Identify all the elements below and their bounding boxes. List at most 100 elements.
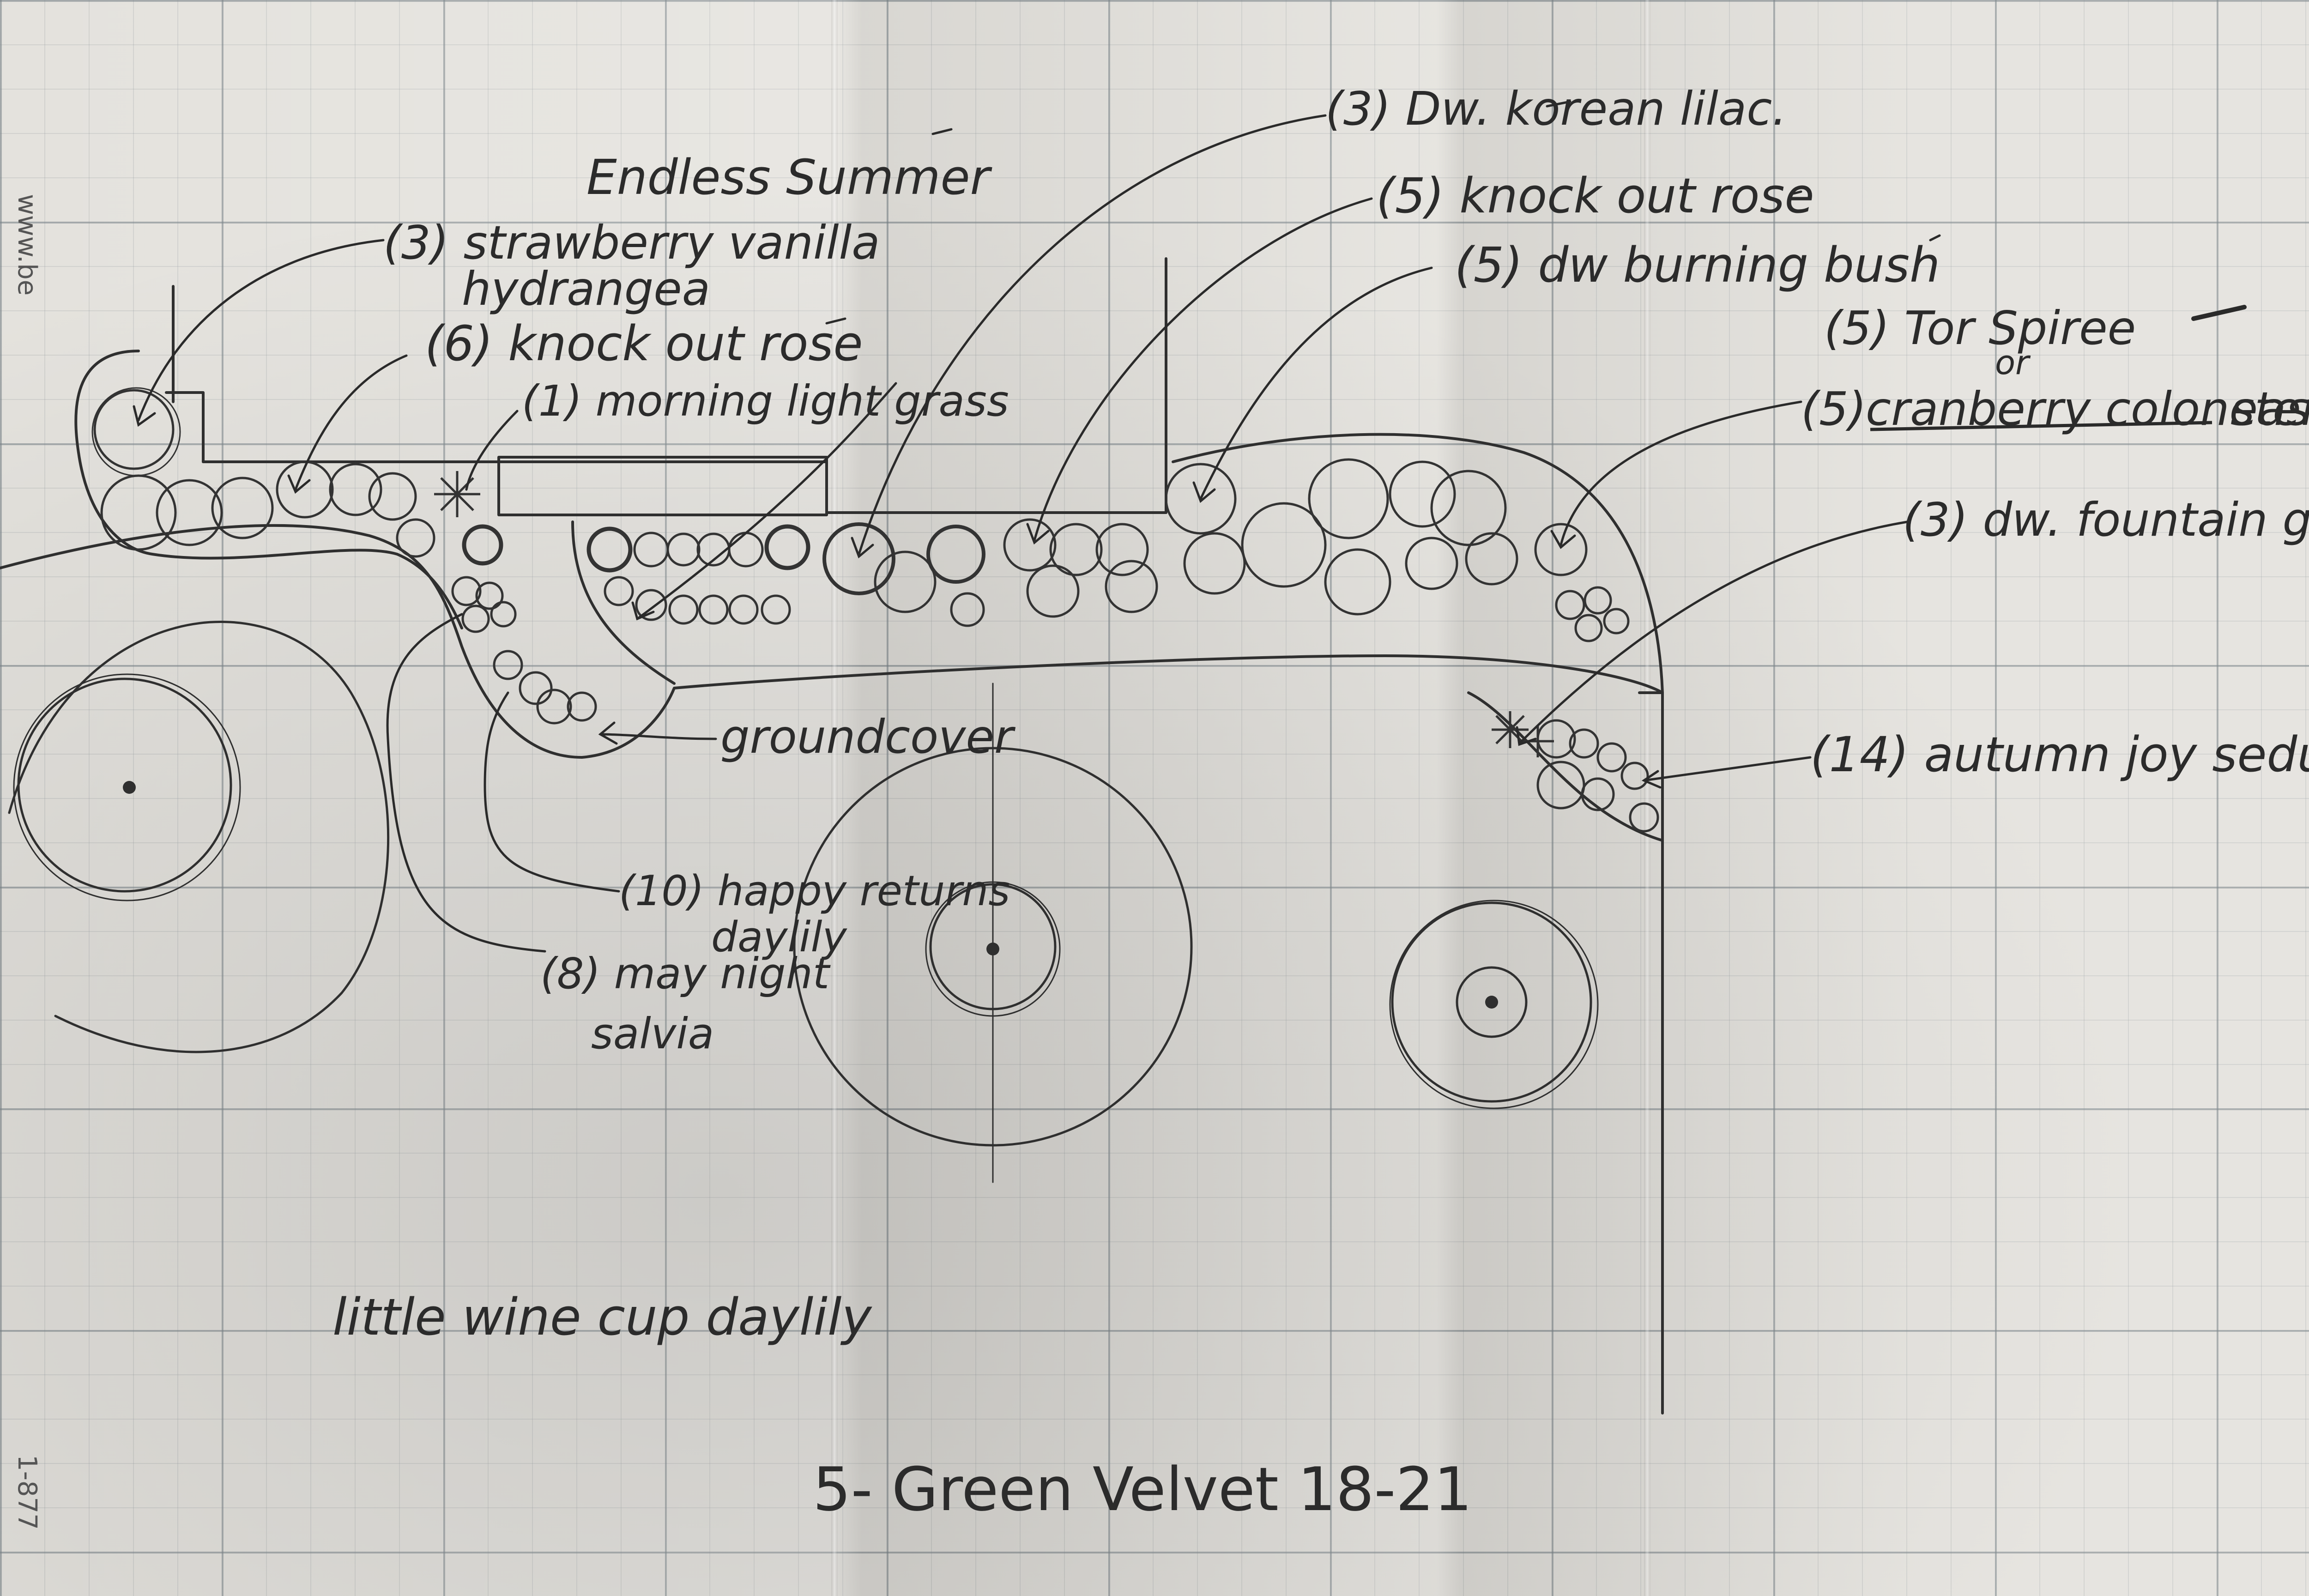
knock-out-rose <box>1003 518 1057 572</box>
label-salvia: salvia <box>591 1009 714 1058</box>
knock-out-rose <box>368 472 417 521</box>
arrowhead-icon <box>1516 726 1537 746</box>
label-strawberry-vanilla: (3) strawberry vanilla <box>383 216 880 270</box>
burning-bush <box>1183 532 1246 595</box>
leader-line <box>636 382 897 620</box>
leader-line <box>599 733 717 740</box>
fountain-grass <box>1574 614 1603 642</box>
tree-canopy <box>13 673 241 901</box>
tree-canopy <box>1389 900 1599 1109</box>
sedum-plant <box>1536 719 1576 759</box>
lilac-shrub <box>764 524 810 570</box>
hydrangea-shrub <box>93 389 175 470</box>
sedum-plant <box>1569 728 1599 759</box>
fountain-grass <box>1555 590 1585 620</box>
tree-center-dot <box>1485 996 1498 1009</box>
tree-trunk-ring <box>1456 966 1528 1038</box>
sedum-plant <box>1620 762 1649 790</box>
spirea-shrub <box>1405 537 1458 590</box>
sedum-plant <box>1596 742 1627 773</box>
label-may-night: (8) may night <box>540 949 831 998</box>
knock-out-rose <box>156 479 223 546</box>
daylily-plant <box>519 671 553 705</box>
label-autumn-joy-sedum: (14) autumn joy sedum <box>1810 726 2309 783</box>
label-or: or <box>1995 343 2031 382</box>
leader-line <box>1559 400 1802 546</box>
leader-line <box>1518 520 1909 745</box>
tick-mark <box>931 128 953 135</box>
lilac-shrub <box>926 525 985 584</box>
leader-line <box>1033 197 1373 542</box>
tick-mark <box>2191 305 2247 321</box>
knock-out-rose <box>276 460 334 519</box>
arrowhead-icon <box>1550 530 1576 549</box>
tree-center-dot <box>123 781 136 794</box>
knock-out-rose <box>1095 523 1149 576</box>
salvia-plant <box>490 601 517 628</box>
arrowhead-icon <box>133 405 156 427</box>
leader-line <box>386 613 546 953</box>
lilac-shrub <box>822 522 895 595</box>
label-groundcover: groundcover <box>720 710 1016 764</box>
leader-line <box>1199 266 1433 500</box>
label-endless-summer: Endless Summer <box>586 149 992 206</box>
label-korean-lilac: (3) Dw. korean lilac. <box>1325 82 1787 136</box>
grass-star-icon <box>1492 711 1529 748</box>
label-hydrangea: hydrangea <box>462 262 710 316</box>
tick-mark <box>825 317 846 325</box>
grass-star-icon <box>434 471 480 517</box>
groundcover-plant <box>635 589 667 621</box>
edge-print-text: www.be <box>12 194 42 296</box>
arrowhead-icon <box>1026 523 1050 545</box>
strike-through-line <box>1870 421 2212 431</box>
hydrangea-shrub <box>100 474 177 551</box>
daylily-plant <box>633 532 669 568</box>
burning-bush <box>1165 463 1237 535</box>
patio-slab <box>497 456 828 516</box>
salvia-plant <box>461 605 490 633</box>
bed-left-edge <box>74 350 463 629</box>
spirea-shrub <box>1465 532 1518 586</box>
label-morning-light-grass: (1) morning light grass <box>522 376 1009 426</box>
tree-canopy <box>17 677 232 893</box>
knock-out-rose <box>1105 560 1158 613</box>
label-green-velvet: 5- Green Velvet 18-21 <box>813 1454 1472 1524</box>
bed-inner-edge <box>571 520 676 685</box>
burning-bush <box>1324 548 1391 616</box>
leader-line <box>484 691 620 893</box>
label-wine-cup-daylily: little wine cup daylily <box>332 1288 872 1347</box>
leader-line <box>858 114 1327 556</box>
sedum-plant <box>1581 777 1615 811</box>
tree-canopy <box>8 621 390 1053</box>
arrowhead-icon <box>851 537 874 559</box>
groundcover-plant <box>950 592 985 627</box>
groundcover-plant <box>698 594 729 625</box>
lilac-shrub <box>874 550 937 613</box>
label-cranberry-prefix: (5) <box>1801 382 1867 436</box>
label-knock-out-rose-5: (5) knock out rose <box>1376 168 1814 224</box>
groundcover-plant <box>761 594 791 625</box>
arrowhead-icon <box>1192 481 1216 503</box>
groundcover-plant <box>668 594 699 625</box>
leader-line <box>294 354 408 491</box>
daylily-plant <box>536 689 572 725</box>
leader-line <box>137 239 385 422</box>
sedum-plant <box>1536 761 1585 810</box>
paper-fold <box>831 0 838 1596</box>
label-happy-returns: (10) happy returns <box>619 867 1010 915</box>
edge-print-text: 1-877 <box>12 1455 42 1530</box>
tree-canopy <box>1391 901 1592 1103</box>
arrowhead-icon <box>1641 770 1662 789</box>
label-cranberry-suffix: ster <box>2230 382 2309 436</box>
label-knock-out-rose-6: (6) knock out rose <box>425 315 863 372</box>
label-burning-bush: (5) dw burning bush <box>1455 237 1940 293</box>
arrowhead-icon <box>287 474 311 494</box>
daylily-plant <box>666 532 701 567</box>
salvia-plant <box>475 581 504 610</box>
spirea-shrub <box>1430 470 1507 546</box>
house-step-line <box>165 391 205 463</box>
leader-line <box>465 410 519 491</box>
daylily-plant <box>567 691 597 722</box>
